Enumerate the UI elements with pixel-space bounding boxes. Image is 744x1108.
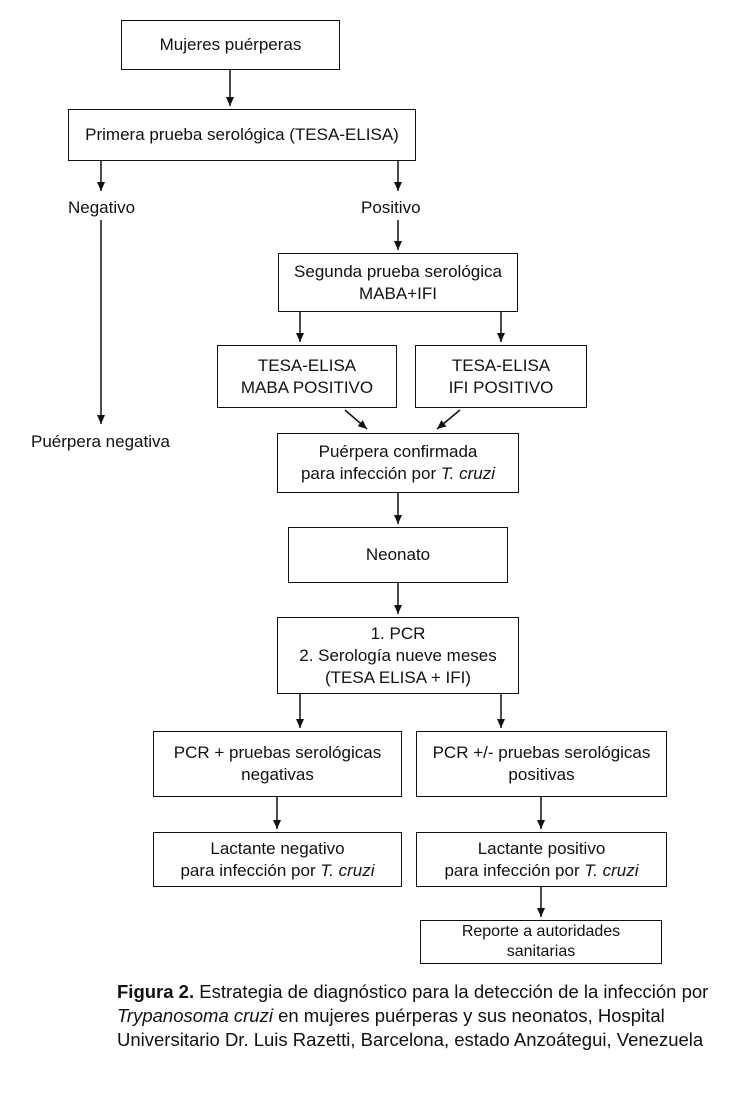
negativo-label: Negativo <box>68 198 136 217</box>
neonato-box: Neonato <box>288 527 508 583</box>
caption-label: Figura 2. <box>117 981 195 1002</box>
pruebas-positivas-line2: positivas <box>508 765 575 784</box>
puerpera-confirmada-line2: para infección por T. cruzi <box>300 464 496 483</box>
caption-text-2: en mujeres puérperas y sus neonatos, Hos… <box>117 1005 704 1050</box>
reporte-line1: Reporte a autoridades <box>461 923 621 940</box>
segunda-prueba-line1: Segunda prueba serológica <box>294 261 502 281</box>
positivo-label: Positivo <box>361 198 421 217</box>
pruebas-positivas-line1: PCR +/- pruebas serológicas <box>432 743 651 762</box>
tesa-ifi-box: TESA-ELISA IFI POSITIVO <box>415 345 587 408</box>
tesa-maba-line2: MABA POSITIVO <box>240 377 374 397</box>
tesa-maba-line1: TESA-ELISA <box>257 355 357 375</box>
pruebas-negativas-box: PCR + pruebas serológicas negativas <box>153 731 402 797</box>
figure-caption: Figura 2. Estrategia de diagnóstico para… <box>117 980 737 1052</box>
tesa-maba-box: TESA-ELISA MABA POSITIVO <box>217 345 397 408</box>
pruebas-negativas-line1: PCR + pruebas serológicas <box>173 743 382 762</box>
primera-prueba-box: Primera prueba serológica (TESA-ELISA) <box>68 109 416 161</box>
pcr-line3: (TESA ELISA + IFI) <box>325 667 471 687</box>
mujeres-puerperas-box: Mujeres puérperas <box>121 20 340 70</box>
arrow <box>436 409 461 430</box>
tesa-ifi-line2: IFI POSITIVO <box>448 377 554 397</box>
lactante-negativo-box: Lactante negativo para infección por T. … <box>153 832 402 887</box>
tesa-ifi-line1: TESA-ELISA <box>451 355 551 375</box>
pcr-serologia-box: 1. PCR 2. Serología nueve meses (TESA EL… <box>277 617 519 694</box>
caption-species: Trypanosoma cruzi <box>117 1005 273 1026</box>
segunda-prueba-box: Segunda prueba serológica MABA+IFI <box>278 253 518 312</box>
neonato-label: Neonato <box>365 545 431 564</box>
puerpera-confirmada-line1: Puérpera confirmada <box>318 442 478 461</box>
lactante-positivo-box: Lactante positivo para infección por T. … <box>416 832 667 887</box>
arrow <box>344 409 368 430</box>
segunda-prueba-line2: MABA+IFI <box>359 283 437 303</box>
reporte-line2: sanitarias <box>506 943 576 960</box>
lactante-positivo-line2: para infección por T. cruzi <box>444 860 639 880</box>
pcr-line1: 1. PCR <box>370 623 426 643</box>
lactante-negativo-line1: Lactante negativo <box>210 838 345 858</box>
lactante-positivo-line1: Lactante positivo <box>477 838 606 858</box>
flow-arrows <box>97 70 545 917</box>
puerpera-confirmada-box: Puérpera confirmada para infección por T… <box>277 433 519 493</box>
pruebas-negativas-line2: negativas <box>241 765 314 784</box>
primera-prueba-label: Primera prueba serológica (TESA-ELISA) <box>85 125 399 144</box>
pruebas-positivas-box: PCR +/- pruebas serológicas positivas <box>416 731 667 797</box>
pcr-line2: 2. Serología nueve meses <box>299 645 497 665</box>
reporte-autoridades-box: Reporte a autoridades sanitarias <box>420 920 662 964</box>
puerpera-negativa-label: Puérpera negativa <box>31 432 170 451</box>
caption-text-1: Estrategia de diagnóstico para la detecc… <box>194 981 709 1002</box>
lactante-negativo-line2: para infección por T. cruzi <box>180 860 375 880</box>
mujeres-puerperas-label: Mujeres puérperas <box>159 35 302 54</box>
